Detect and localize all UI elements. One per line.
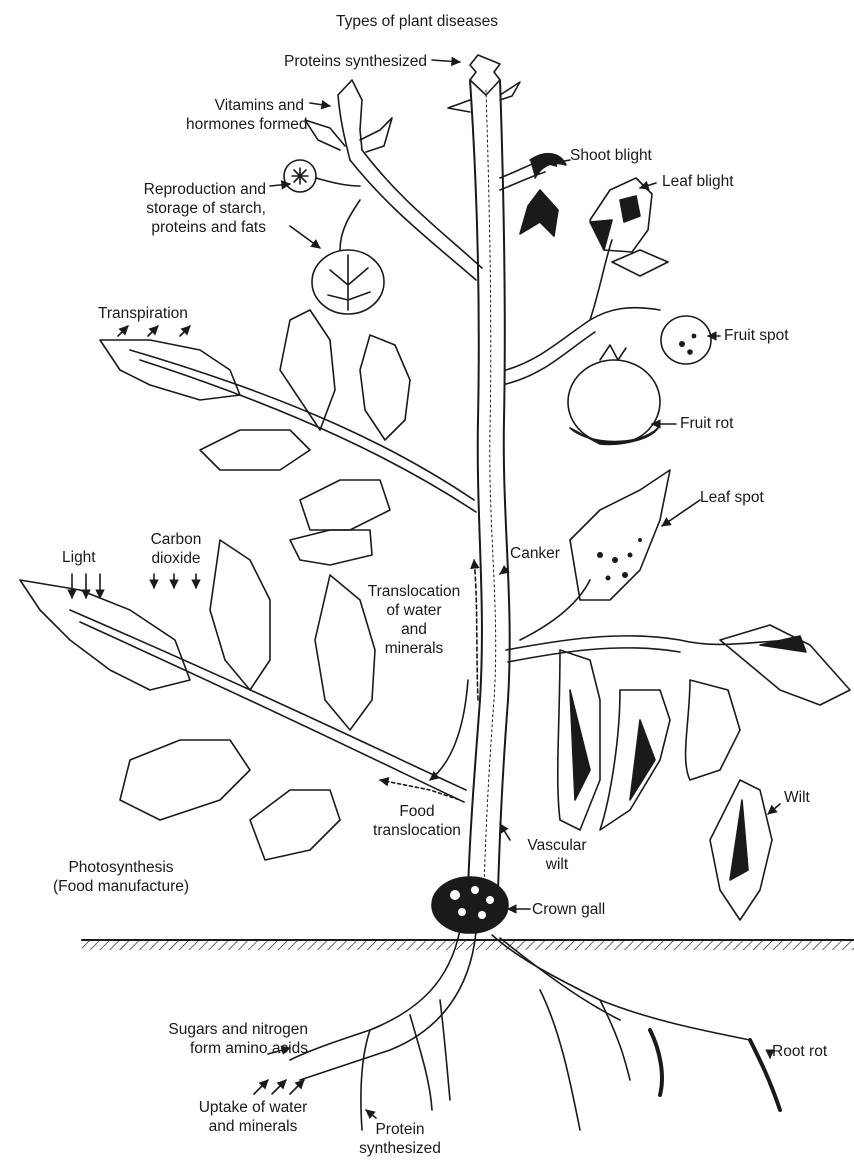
label-fruit-rot: Fruit rot bbox=[680, 414, 733, 433]
lower-right-branch bbox=[506, 625, 850, 920]
label-photo-line1: Photosynthesis bbox=[36, 858, 206, 877]
label-sugars-line2: form amino acids bbox=[138, 1039, 308, 1058]
label-repro-line2: storage of starch, bbox=[110, 199, 266, 218]
soil-line bbox=[82, 940, 854, 950]
diagram-title: Types of plant diseases bbox=[336, 12, 498, 31]
label-leaf-blight: Leaf blight bbox=[662, 172, 734, 191]
label-repro-line1: Reproduction and bbox=[110, 180, 266, 199]
label-food-line1: Food bbox=[372, 802, 462, 821]
label-repro-line3: proteins and fats bbox=[110, 218, 266, 237]
label-protein-line1: Protein bbox=[350, 1120, 450, 1139]
label-leaf-spot: Leaf spot bbox=[700, 488, 764, 507]
label-sugars: Sugars and nitrogen form amino acids bbox=[138, 1020, 308, 1058]
label-vascular-line1: Vascular bbox=[520, 836, 594, 855]
label-shoot-blight: Shoot blight bbox=[570, 146, 652, 165]
label-transloc-line2: of water bbox=[360, 601, 468, 620]
label-sugars-line1: Sugars and nitrogen bbox=[138, 1020, 308, 1039]
label-carbon-line1: Carbon bbox=[140, 530, 212, 549]
label-uptake: Uptake of water and minerals bbox=[192, 1098, 314, 1136]
label-proteins-synthesized: Proteins synthesized bbox=[284, 52, 427, 71]
label-photo-line2: (Food manufacture) bbox=[36, 877, 206, 896]
label-carbon-dioxide: Carbon dioxide bbox=[140, 530, 212, 568]
label-vascular-line2: wilt bbox=[520, 855, 594, 874]
label-transloc-line4: minerals bbox=[360, 639, 468, 658]
label-crown-gall: Crown gall bbox=[532, 900, 605, 919]
label-uptake-line1: Uptake of water bbox=[192, 1098, 314, 1117]
root-system bbox=[290, 930, 780, 1130]
label-photosynthesis: Photosynthesis (Food manufacture) bbox=[36, 858, 206, 896]
label-reproduction: Reproduction and storage of starch, prot… bbox=[110, 180, 266, 237]
upper-right-branch bbox=[500, 154, 711, 445]
label-translocation: Translocation of water and minerals bbox=[360, 582, 468, 658]
label-protein-line2: synthesized bbox=[350, 1139, 450, 1158]
label-transpiration: Transpiration bbox=[98, 304, 188, 323]
label-uptake-line2: and minerals bbox=[192, 1117, 314, 1136]
label-vitamins-line1: Vitamins and bbox=[186, 96, 304, 115]
label-transloc-line1: Translocation bbox=[360, 582, 468, 601]
crown-gall-mass bbox=[432, 877, 508, 933]
label-carbon-line2: dioxide bbox=[140, 549, 212, 568]
upper-left-branch bbox=[284, 80, 482, 314]
apex-leaves bbox=[448, 55, 520, 112]
label-transloc-line3: and bbox=[360, 620, 468, 639]
label-protein-synthesized: Protein synthesized bbox=[350, 1120, 450, 1158]
label-light: Light bbox=[62, 548, 96, 567]
label-root-rot: Root rot bbox=[772, 1042, 827, 1061]
label-food-line2: translocation bbox=[372, 821, 462, 840]
label-wilt: Wilt bbox=[784, 788, 810, 807]
label-vitamins-line2: hormones formed bbox=[186, 115, 304, 134]
label-vascular-wilt: Vascular wilt bbox=[520, 836, 594, 874]
label-food-translocation: Food translocation bbox=[372, 802, 462, 840]
label-vitamins: Vitamins and hormones formed bbox=[186, 96, 304, 134]
main-stem bbox=[468, 80, 510, 890]
label-canker: Canker bbox=[510, 544, 560, 563]
label-fruit-spot: Fruit spot bbox=[724, 326, 789, 345]
middle-left-leaves bbox=[100, 310, 476, 565]
